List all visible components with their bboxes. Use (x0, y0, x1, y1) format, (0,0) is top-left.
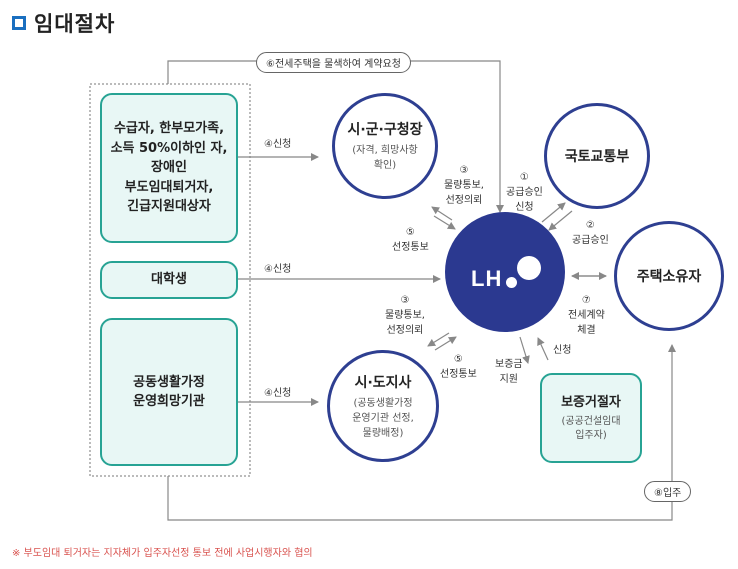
qty-notice-top-arrow (433, 215, 456, 230)
lh-logo-dot-large (517, 256, 541, 280)
province-office-title: 시·도지사 (354, 374, 412, 391)
select-notice-top-label: ⑤ 선정통보 (392, 227, 429, 253)
title-bullet-icon (12, 16, 26, 30)
province-office-node: 시·도지사 (공동생활가정 운영기관 선정, 물량배정) (327, 350, 439, 462)
qty-notice-top-label: ③ 물량통보, 선정의뢰 (444, 165, 484, 206)
footnote: ※ 부도임대 퇴거자는 지자체가 입주자선정 통보 전에 사업시행자와 협의 (12, 548, 313, 559)
contract-request-label: ⑥전세주택을 물색하여 계약요청 (256, 52, 411, 73)
lease-contract-label: ⑦ 전세계약 체결 (568, 295, 605, 336)
city-office-node: 시·군·구청장 (자격, 희망사항 확인) (332, 93, 438, 199)
cooperative-box: 공동생활가정 운영희망기관 (100, 318, 238, 466)
move-in-label: ⑧입주 (644, 481, 692, 502)
applicants-box: 수급자, 한부모가족, 소득 50%이하인 자, 장애인 부도임대퇴거자, 긴급… (100, 93, 238, 243)
guarantor-box: 보증거절자 (공공건설임대 입주자) (540, 373, 642, 463)
deposit-support-label: 보증금 지원 (495, 359, 523, 385)
title-bar: 임대절차 (12, 8, 115, 38)
supply-approval-label: ② 공급승인 (572, 220, 609, 246)
owner-node: 주택소유자 (614, 221, 724, 331)
supply-request-label: ① 공급승인 신청 (506, 172, 543, 213)
deposit-support-arrow (519, 336, 530, 364)
apply-province-label: ④신청 (264, 388, 292, 399)
supply-request-arrow (541, 202, 566, 223)
owner-title: 주택소유자 (636, 269, 702, 285)
lh-logo-text: LH (471, 266, 503, 291)
province-office-sub: (공동생활가정 운영기관 선정, 물량배정) (352, 397, 414, 439)
apply-guarantor-arrow (537, 337, 549, 361)
apply-city-label: ④신청 (264, 139, 292, 150)
select-notice-bottom-arrow (434, 336, 457, 351)
city-office-title: 시·군·구청장 (347, 122, 423, 138)
qty-notice-bottom-arrow (427, 332, 450, 347)
qty-notice-bottom-label: ③ 물량통보, 선정의뢰 (385, 295, 425, 336)
lh-node: LH (445, 212, 565, 332)
apply-guarantor-label: 신청 (553, 345, 572, 356)
select-notice-top-arrow (431, 206, 453, 221)
lh-logo-dot-small (506, 277, 517, 288)
ministry-node: 국토교통부 (544, 103, 650, 209)
supply-approval-arrow (548, 210, 573, 231)
page-title: 임대절차 (34, 12, 116, 36)
ministry-title: 국토교통부 (564, 149, 630, 165)
university-box: 대학생 (100, 261, 238, 299)
applicant-group-border (89, 83, 251, 477)
select-notice-bottom-label: ⑤ 선정통보 (440, 354, 477, 380)
apply-lh-label: ④신청 (264, 264, 292, 275)
guarantor-title: 보증거절자 (561, 394, 621, 410)
city-office-sub: (자격, 희망사항 확인) (352, 145, 418, 171)
guarantor-sub: (공공건설임대 입주자) (561, 416, 621, 442)
move-in-line (167, 344, 676, 521)
